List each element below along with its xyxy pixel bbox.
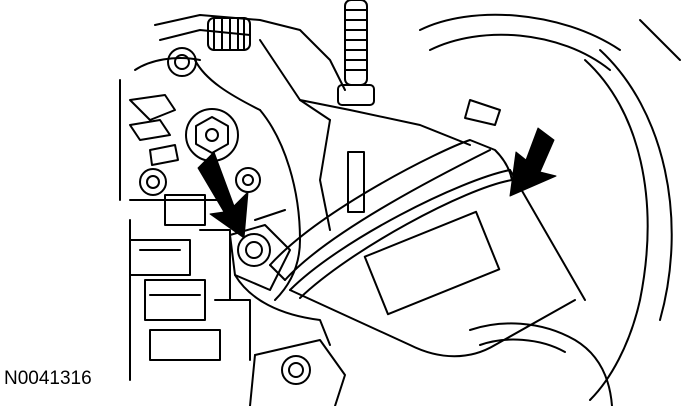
figure-id-label: N0041316 <box>4 368 92 389</box>
arrow-callout-filter <box>509 127 557 197</box>
threaded-fitting-top <box>207 17 251 51</box>
mounting-bracket <box>229 109 331 346</box>
bolt-left-small <box>139 167 261 196</box>
sensor-stem <box>337 0 375 106</box>
hex-bolt-center <box>185 108 239 162</box>
filter-adapter <box>259 39 471 231</box>
arrow-callout-bolt <box>197 151 249 239</box>
engine-block-lower <box>129 194 251 381</box>
mounting-bolt <box>237 233 271 267</box>
engine-block-upper <box>119 14 346 201</box>
bracket-bottom <box>249 339 346 406</box>
bolt-upper-left <box>167 47 197 77</box>
background-housing-curves <box>419 13 681 406</box>
oil-filter <box>269 139 586 358</box>
